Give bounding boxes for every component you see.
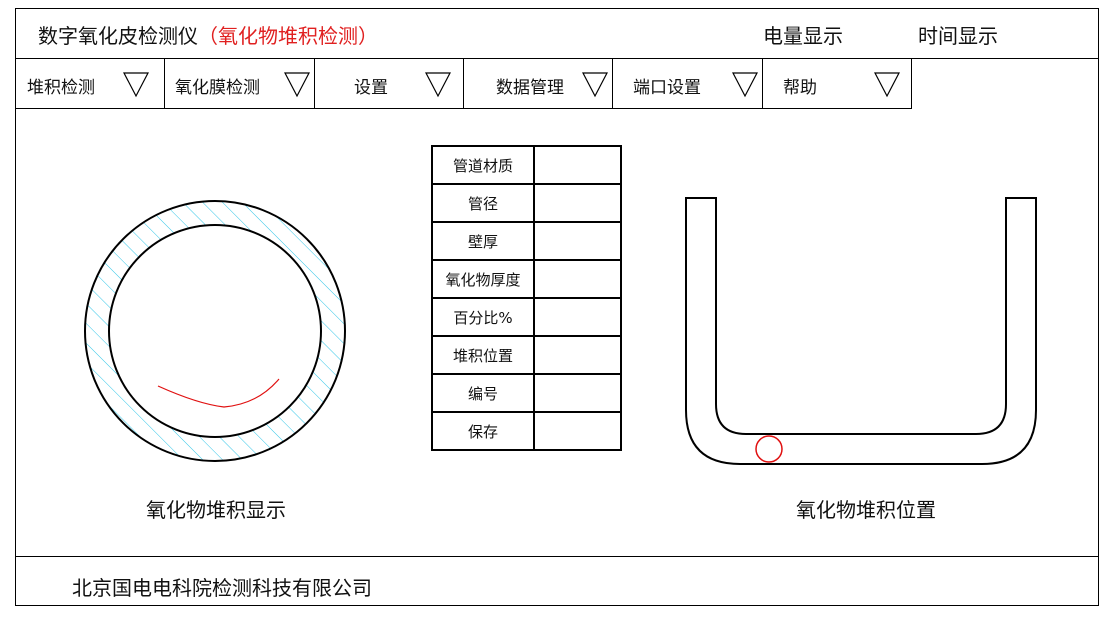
- row-label-material: 管道材质: [431, 145, 535, 185]
- table-row: 编号: [431, 373, 622, 413]
- triangle-down-icon: [425, 72, 451, 98]
- footer-company: 北京国电电科院检测科技有限公司: [72, 576, 372, 600]
- menu-item-help[interactable]: 帮助: [763, 59, 912, 109]
- row-value-serial[interactable]: [533, 373, 622, 413]
- battery-status: 电量显示: [763, 24, 843, 48]
- row-label-wall-thickness: 壁厚: [431, 221, 535, 261]
- table-row: 壁厚: [431, 221, 622, 261]
- right-panel-caption: 氧化物堆积位置: [796, 498, 936, 522]
- menu-item-port-settings[interactable]: 端口设置: [613, 59, 763, 109]
- row-value-stack-position[interactable]: [533, 335, 622, 375]
- triangle-down-icon: [874, 72, 900, 98]
- table-row: 百分比%: [431, 297, 622, 337]
- app-title-mode: （氧化物堆积检测）: [198, 24, 378, 48]
- row-value-oxide-thickness[interactable]: [533, 259, 622, 299]
- triangle-down-icon: [123, 72, 149, 98]
- triangle-down-icon: [732, 72, 758, 98]
- triangle-down-icon: [582, 72, 608, 98]
- info-table: 管道材质 管径 壁厚 氧化物厚度 百分比% 堆积位置 编号 保存: [431, 145, 622, 451]
- save-button[interactable]: 保存: [431, 411, 535, 451]
- time-status: 时间显示: [918, 24, 998, 48]
- row-label-diameter: 管径: [431, 183, 535, 223]
- row-value-diameter[interactable]: [533, 183, 622, 223]
- menu-item-data-management[interactable]: 数据管理: [464, 59, 613, 109]
- menu-item-label: 堆积检测: [27, 78, 95, 98]
- table-row: 堆积位置: [431, 335, 622, 375]
- row-value-wall-thickness[interactable]: [533, 221, 622, 261]
- row-label-percentage: 百分比%: [431, 297, 535, 337]
- row-label-oxide-thickness: 氧化物厚度: [431, 259, 535, 299]
- triangle-down-icon: [284, 72, 310, 98]
- menu-item-oxide-film[interactable]: 氧化膜检测: [165, 59, 315, 109]
- table-row: 保存: [431, 411, 622, 451]
- menu-item-label: 帮助: [783, 78, 817, 98]
- table-row: 氧化物厚度: [431, 259, 622, 299]
- row-label-serial: 编号: [431, 373, 535, 413]
- menu-item-stack-detect[interactable]: 堆积检测: [15, 59, 165, 109]
- menu-item-label: 端口设置: [633, 78, 701, 98]
- table-row: 管径: [431, 183, 622, 223]
- menu-item-label: 设置: [354, 78, 388, 98]
- menu-item-label: 氧化膜检测: [175, 78, 260, 98]
- row-value-save: [533, 411, 622, 451]
- title-bar: [15, 8, 1099, 59]
- left-panel-caption: 氧化物堆积显示: [146, 498, 286, 522]
- row-value-percentage[interactable]: [533, 297, 622, 337]
- table-row: 管道材质: [431, 145, 622, 185]
- footer-divider: [15, 556, 1099, 557]
- app-title: 数字氧化皮检测仪（氧化物堆积检测）: [38, 20, 378, 49]
- row-value-material[interactable]: [533, 145, 622, 185]
- row-label-stack-position: 堆积位置: [431, 335, 535, 375]
- menu-item-label: 数据管理: [496, 78, 564, 98]
- menu-item-settings[interactable]: 设置: [315, 59, 464, 109]
- app-title-main: 数字氧化皮检测仪: [38, 24, 198, 48]
- app-frame: [15, 8, 1099, 606]
